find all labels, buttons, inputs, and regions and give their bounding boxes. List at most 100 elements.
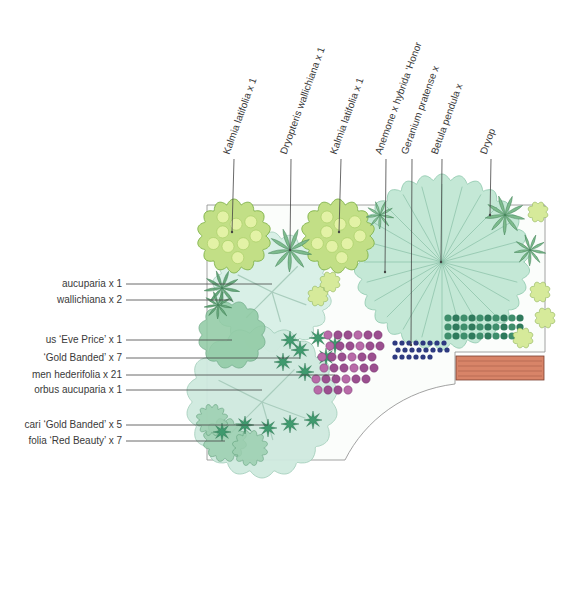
- geranium: [406, 354, 411, 359]
- kalmia-leaf: [237, 238, 249, 250]
- betula-ray: [442, 262, 462, 337]
- cyclamen: [352, 375, 360, 383]
- plant-label: wallichiana x 2: [57, 294, 122, 306]
- kalmia-leaf: [341, 238, 353, 250]
- betula-ray: [442, 262, 510, 301]
- leader-dot: [440, 261, 442, 263]
- plant-label: orbus aucuparia x 1: [34, 384, 122, 396]
- leader-lines: [126, 159, 491, 441]
- fern-frond: [218, 298, 230, 305]
- leader-line: [126, 284, 272, 285]
- liriope: [296, 363, 314, 381]
- bench: [456, 356, 544, 380]
- betula-ray: [403, 194, 442, 262]
- betula-ray: [367, 242, 442, 262]
- cyclamen: [322, 375, 330, 383]
- geranium: [427, 340, 432, 345]
- anemone: [528, 202, 548, 222]
- kalmia-leaf: [311, 238, 323, 250]
- kalmia-leaf: [334, 218, 346, 230]
- leader-line: [126, 425, 268, 426]
- leader-line: [126, 358, 300, 359]
- cyclamen: [364, 331, 372, 339]
- leader-dot: [384, 271, 386, 273]
- kalmia: [198, 199, 270, 273]
- anemone: [320, 272, 340, 292]
- kalmia-leaf: [222, 240, 234, 252]
- cyclamen: [312, 375, 320, 383]
- bench-slat: [458, 361, 542, 362]
- cyclamen: [350, 364, 358, 372]
- betula-ray: [442, 223, 510, 262]
- cyclamen: [336, 342, 344, 350]
- cyclamen: [360, 364, 368, 372]
- fern-frond: [380, 215, 389, 226]
- ground-cover: [500, 323, 507, 330]
- betula-ray: [364, 262, 442, 263]
- ground-cover: [508, 323, 515, 330]
- ground-cover: [484, 314, 491, 321]
- geranium: [413, 354, 418, 359]
- leader-dot: [410, 344, 412, 346]
- plant-label: folia ‘Red Beauty’ x 7: [28, 435, 122, 447]
- kalmia-leaf: [250, 230, 262, 242]
- kalmia-leaf: [326, 240, 338, 252]
- cyclamen: [330, 364, 338, 372]
- betula-ray: [367, 262, 442, 282]
- ground-cover: [476, 323, 483, 330]
- liriope: [274, 353, 292, 371]
- kalmia-leaf: [321, 226, 333, 238]
- cyclamen: [324, 386, 332, 394]
- leader-line: [126, 390, 262, 391]
- fern-frond: [503, 215, 506, 235]
- plant-label: Dryop: [478, 127, 498, 156]
- ground-cover: [468, 314, 475, 321]
- leader-dot: [489, 214, 491, 216]
- branch: [219, 380, 262, 402]
- betula-ray: [442, 262, 517, 282]
- cyclamen: [366, 342, 374, 350]
- branch: [272, 266, 298, 292]
- ground-cover: [484, 332, 491, 339]
- plant-label: men hederifolia x 21: [32, 369, 122, 381]
- ground-cover: [484, 323, 491, 330]
- cyclamen: [374, 331, 382, 339]
- liriope: [213, 423, 231, 441]
- branch: [272, 292, 281, 322]
- betula-ray: [422, 262, 442, 337]
- cyclamen: [342, 375, 350, 383]
- ground-cover: [492, 314, 499, 321]
- bench-slat: [458, 366, 542, 367]
- fern-frond: [530, 242, 544, 250]
- plant-label: Anemone x hybrida ‘Honor: [373, 41, 425, 156]
- cyclamen: [314, 386, 322, 394]
- leader-line: [339, 159, 341, 232]
- bench-slat: [458, 376, 542, 377]
- geranium: [409, 347, 414, 352]
- geranium: [441, 340, 446, 345]
- ground-cover: [500, 332, 507, 339]
- plant-label: cari ‘Gold Banded’ x 5: [25, 419, 122, 431]
- betula-ray: [422, 187, 442, 262]
- ground-cover: [516, 314, 523, 321]
- liriope: [304, 411, 322, 429]
- cyclamen: [344, 386, 352, 394]
- plant-label: Kalmia latifolia x 1: [328, 76, 367, 156]
- leader-dot: [289, 249, 291, 251]
- ground-cover: [476, 332, 483, 339]
- ground-cover: [452, 314, 459, 321]
- fern-frond: [505, 205, 523, 215]
- cyclamen: [358, 353, 366, 361]
- fern-frond: [366, 215, 380, 218]
- anemone: [513, 328, 533, 348]
- fern-frond: [204, 288, 222, 291]
- betula-ray: [442, 242, 517, 262]
- fern-frond: [530, 250, 540, 263]
- cyclamen: [354, 331, 362, 339]
- fern-frond: [505, 215, 517, 231]
- cyclamen: [370, 364, 378, 372]
- ground-cover: [492, 323, 499, 330]
- ground-cover: [444, 314, 451, 321]
- leader-line: [290, 159, 291, 250]
- betula-ray: [387, 262, 442, 317]
